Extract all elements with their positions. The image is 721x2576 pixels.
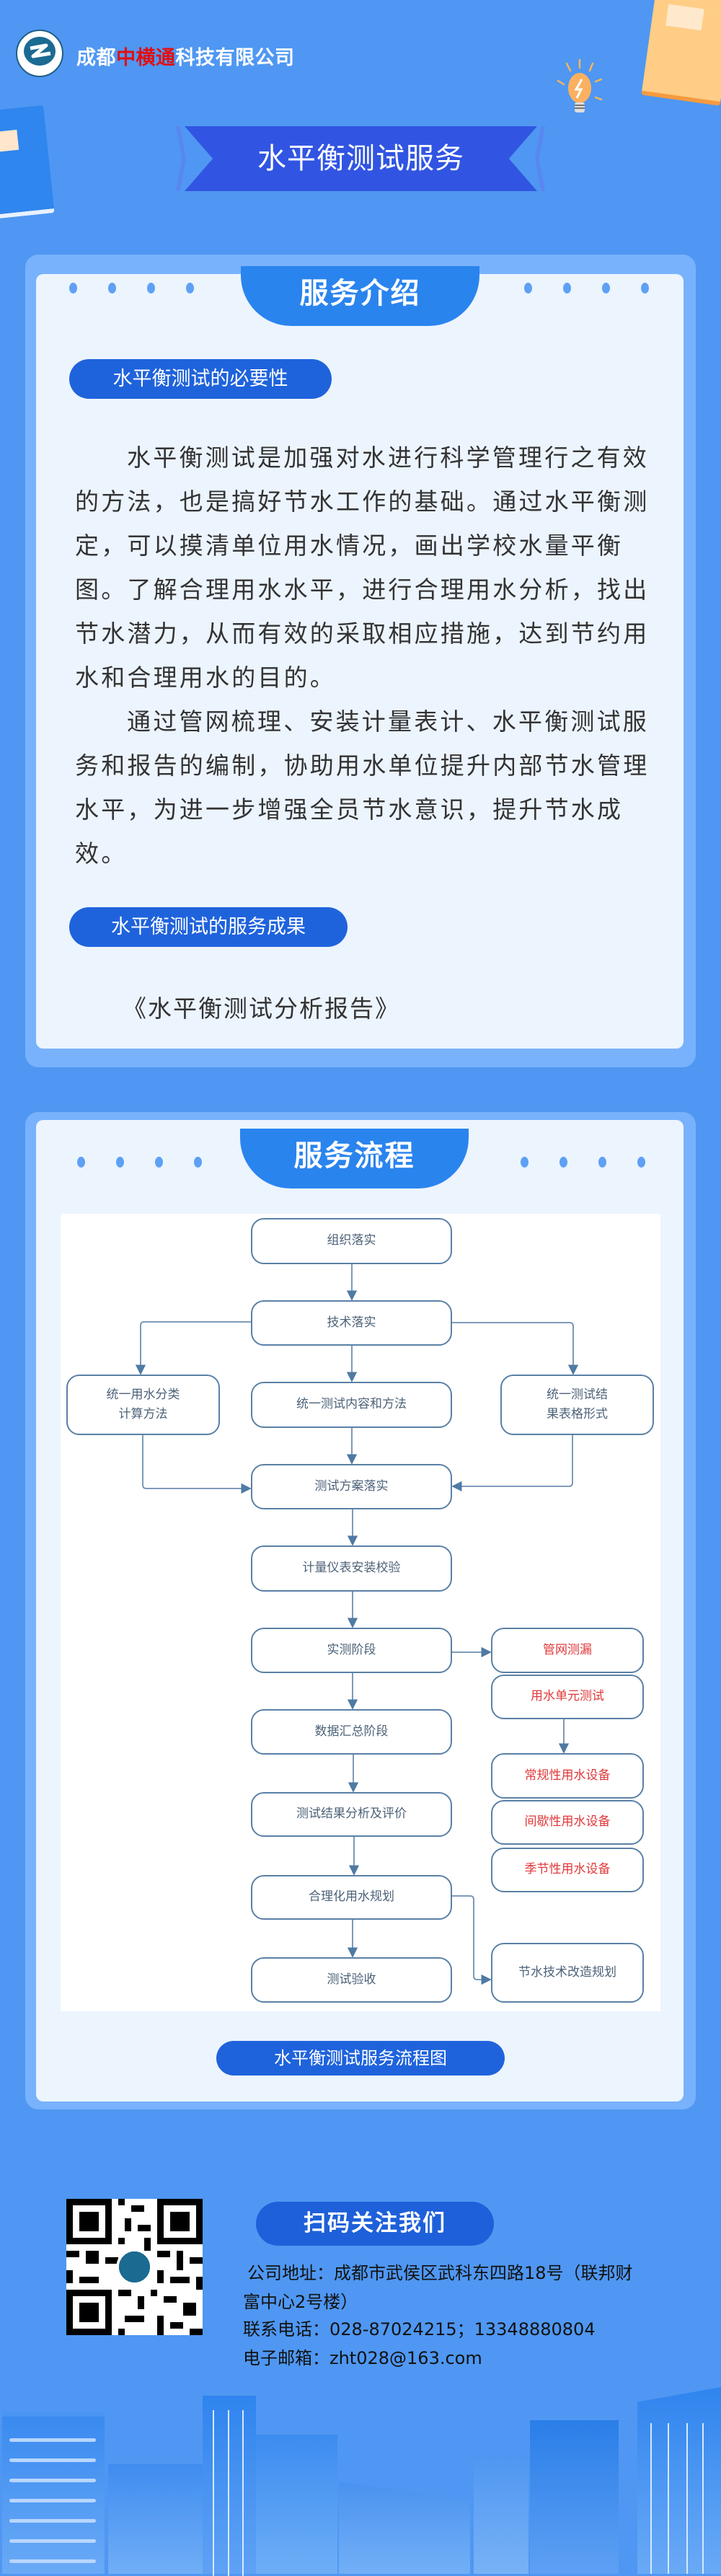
decor-dot (155, 1157, 163, 1168)
result-report-title: 《水平衡测试分析报告》 (123, 994, 400, 1023)
decor-dot (108, 283, 116, 294)
decor-dot (186, 283, 194, 294)
company-name: 成都中横通科技有限公司 (76, 47, 295, 69)
phone-number: 联系电话：028-87024215；13348880804 (243, 2319, 596, 2339)
decor-dot (637, 1157, 645, 1168)
flowchart-caption: 水平衡测试服务流程图 (216, 2041, 505, 2076)
section-tab-intro: 服务介绍 (241, 266, 479, 326)
decor-dot (147, 283, 155, 294)
building (203, 2396, 256, 2576)
flow-step-organize: 组织落实 (251, 1218, 452, 1264)
flowchart: 组织落实 技术落实 统一用水分类计算方法 统一测试内容和方法 统一测试结果表格形… (61, 1214, 660, 2011)
flow-step-meter: 计量仪表安装校验 (251, 1545, 452, 1592)
decor-dot (602, 283, 610, 294)
flow-step-unify-calc: 统一用水分类计算方法 (66, 1375, 220, 1435)
decor-dot (598, 1157, 606, 1168)
page-title: 水平衡测试服务 (257, 142, 464, 175)
decor-dot (194, 1157, 202, 1168)
flow-step-plan: 测试方案落实 (251, 1464, 452, 1509)
email-address: 电子邮箱：zht028@163.com (243, 2348, 482, 2368)
intro-paragraph-1: 水平衡测试是加强对水进行科学管理行之有效的方法，也是搞好节水工作的基础。通过水平… (75, 444, 650, 692)
title-banner (185, 126, 537, 191)
decor-dot (563, 283, 571, 294)
flow-step-analysis: 测试结果分析及评价 (251, 1792, 452, 1837)
book-left-decoration (0, 105, 55, 220)
building (2, 2412, 105, 2574)
building (108, 2464, 203, 2574)
qr-code[interactable] (66, 2199, 203, 2335)
flow-step-summary: 数据汇总阶段 (251, 1709, 452, 1755)
decor-dot (559, 1157, 567, 1168)
flow-step-rational: 合理化用水规划 (251, 1875, 452, 1920)
building (474, 2454, 528, 2574)
flow-step-unify-table: 统一测试结果表格形式 (500, 1375, 654, 1435)
flow-step-unit-test: 用水单元测试 (491, 1675, 644, 1719)
flow-step-unify-content: 统一测试内容和方法 (251, 1382, 452, 1428)
flow-step-measure: 实测阶段 (251, 1628, 452, 1673)
decor-dot (116, 1157, 124, 1168)
decor-dot (641, 283, 649, 294)
necessity-heading: 水平衡测试的必要性 (69, 359, 332, 399)
flow-step-regular: 常规性用水设备 (491, 1753, 644, 1799)
building (530, 2420, 619, 2574)
decor-dot (69, 283, 77, 294)
section-tab-process: 服务流程 (240, 1129, 469, 1188)
flow-step-intermittent: 间歇性用水设备 (491, 1800, 644, 1845)
book-right-decoration (641, 0, 721, 106)
flow-step-retrofit: 节水技术改造规划 (491, 1943, 644, 2003)
building (256, 2435, 337, 2574)
lightbulb-icon (548, 58, 613, 126)
flow-step-leak: 管网测漏 (491, 1628, 644, 1673)
address-line-1: 公司地址：成都市武侯区武科东四路18号（联邦财 (247, 2263, 633, 2283)
decor-dot (77, 1157, 85, 1168)
follow-us-label: 扫码关注我们 (256, 2202, 494, 2246)
flow-step-technical: 技术落实 (251, 1300, 452, 1346)
company-logo (16, 30, 63, 77)
decor-dot (521, 1157, 528, 1168)
results-heading: 水平衡测试的服务成果 (69, 907, 348, 947)
flowchart-connectors (135, 1264, 579, 1985)
address-line-2: 富中心2号楼） (243, 2292, 358, 2312)
intro-paragraph-2: 通过管网梳理、安装计量表计、水平衡测试服务和报告的编制，协助用水单位提升内部节水… (75, 707, 650, 868)
building (637, 2387, 721, 2574)
flow-step-acceptance: 测试验收 (251, 1957, 452, 2003)
flow-step-seasonal: 季节性用水设备 (491, 1848, 644, 1892)
decor-dot (524, 283, 532, 294)
building (339, 2482, 470, 2574)
